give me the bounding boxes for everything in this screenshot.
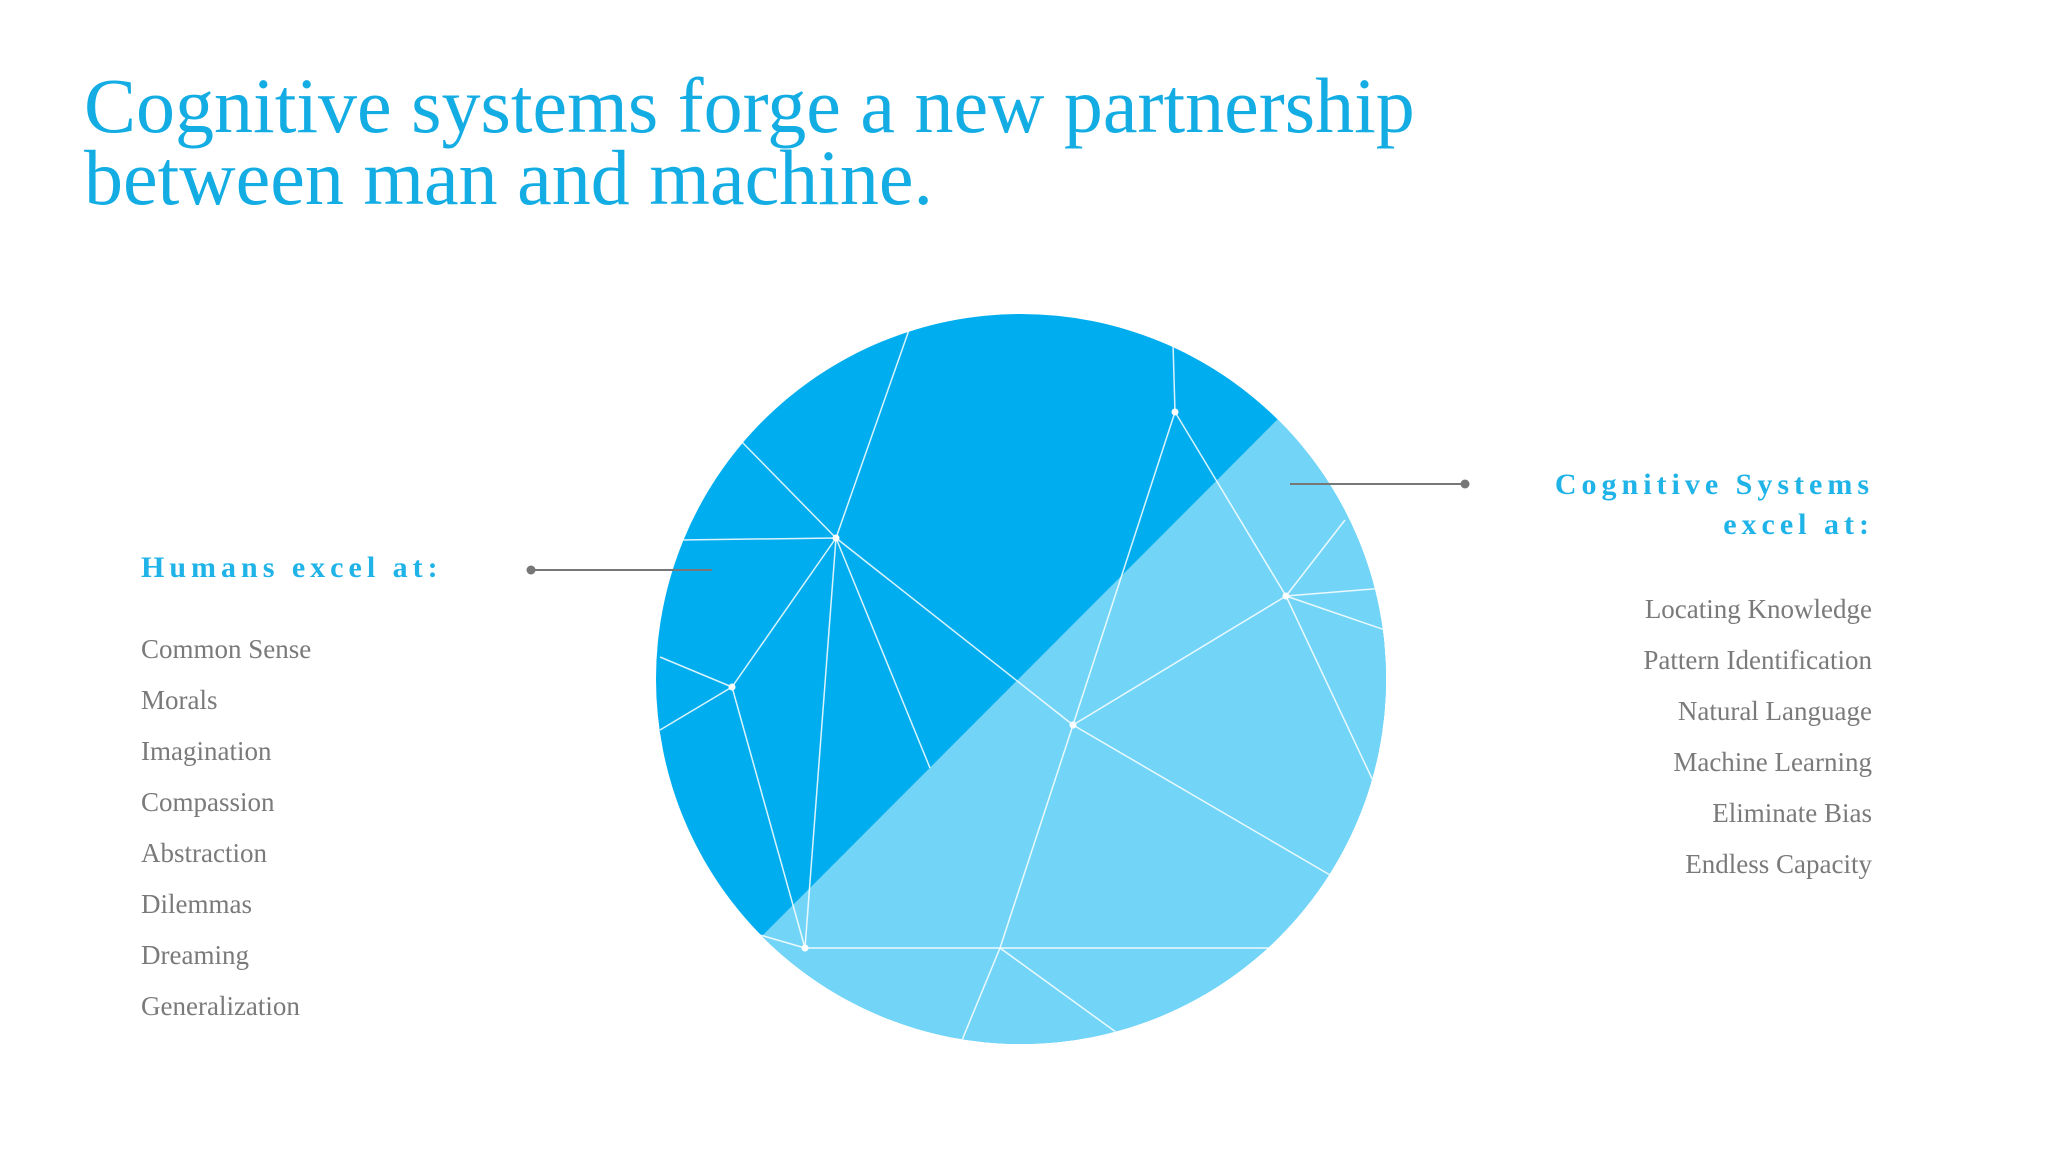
list-item: Morals xyxy=(141,685,218,715)
humans-heading: Humans excel at: xyxy=(141,551,443,584)
humans-connector-dot xyxy=(526,565,536,575)
cognitive-heading: Cognitive Systems excel at: xyxy=(1555,465,1874,545)
list-item: Locating Knowledge xyxy=(1644,594,1872,624)
list-item: Endless Capacity xyxy=(1685,849,1872,879)
list-item: Machine Learning xyxy=(1673,747,1872,777)
cognitive-heading-line-1: Cognitive Systems xyxy=(1554,468,1874,501)
list-item: Abstraction xyxy=(141,838,267,868)
list-item: Pattern Identification xyxy=(1643,645,1872,675)
list-item: Eliminate Bias xyxy=(1712,798,1872,828)
cognitive-connector xyxy=(1290,479,1470,489)
network-lines xyxy=(659,329,1386,1044)
network-nodes xyxy=(728,408,1290,952)
slide-title-line-1: Cognitive systems forge a new partnershi… xyxy=(84,62,1415,149)
list-item: Natural Language xyxy=(1677,696,1872,726)
slide-title-line-2: between man and machine. xyxy=(84,134,933,221)
list-item: Common Sense xyxy=(141,634,312,664)
list-item: Compassion xyxy=(141,787,275,817)
list-item: Dilemmas xyxy=(141,889,252,919)
cognitive-connector-dot xyxy=(1460,479,1470,489)
list-item: Dreaming xyxy=(141,940,249,970)
humans-list: Common Sense Morals Imagination Compassi… xyxy=(141,624,311,1032)
slide-title: Cognitive systems forge a new partnershi… xyxy=(84,62,1415,221)
humans-connector xyxy=(526,565,712,575)
cognitive-heading-line-2: excel at: xyxy=(1723,508,1874,541)
list-item: Generalization xyxy=(141,991,300,1021)
cognitive-list: Locating Knowledge Pattern Identificatio… xyxy=(1643,584,1872,890)
list-item: Imagination xyxy=(141,736,272,766)
